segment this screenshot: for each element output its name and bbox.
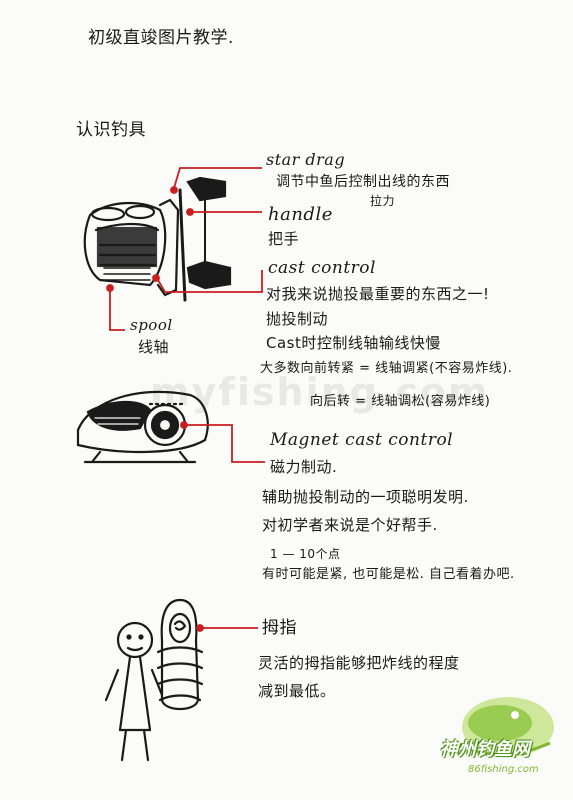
stick-figure-drawing <box>104 621 164 762</box>
page-title: 初级直竣图片教学. <box>88 28 234 48</box>
pointer-lines-thumb <box>196 624 258 632</box>
magnet-line-2: 辅助抛投制动的一项聪明发明. <box>262 488 469 506</box>
watermark: myfishing.com <box>150 370 490 414</box>
magnet-line-1: 磁力制动. <box>270 458 338 476</box>
thumb-drawing <box>156 598 204 711</box>
star-drag-note: 拉力 <box>370 194 396 208</box>
site-logo-url: 86fishing.com <box>468 764 539 775</box>
site-logo-icon <box>459 697 554 757</box>
star-drag-label: star drag <box>266 150 346 169</box>
star-drag-description: 调节中鱼后控制出线的东西 <box>276 174 450 190</box>
handle-translation: 把手 <box>268 230 300 248</box>
cast-control-line-1: 对我来说抛投最重要的东西之一! <box>266 285 490 303</box>
cast-control-line-5: 向后转 = 线轴调松(容易炸线) <box>310 394 491 409</box>
baitcast-reel-drawing <box>83 176 232 302</box>
cast-control-line-2: 抛投制动 <box>266 310 329 328</box>
cast-control-line-3: Cast时控制线轴输线快慢 <box>266 334 441 352</box>
magnet-line-5: 有时可能是紧, 也可能是松. 自己看着办吧. <box>262 567 515 582</box>
magnet-line-3: 对初学者来说是个好帮手. <box>262 516 438 534</box>
magnet-line-4: 1 — 10个点 <box>270 547 341 561</box>
cast-control-label: cast control <box>268 258 376 278</box>
thumb-line-1: 灵活的拇指能够把炸线的程度 <box>258 654 460 672</box>
thumb-label: 拇指 <box>262 618 297 638</box>
pointer-lines-magnet <box>180 421 265 463</box>
magnet-label: Magnet cast control <box>270 430 454 450</box>
spool-translation: 线轴 <box>138 338 170 356</box>
handle-label: handle <box>268 204 333 225</box>
site-logo-text: 神州钓鱼网 <box>440 739 530 760</box>
spool-label: spool <box>130 316 173 334</box>
section-title: 认识钓具 <box>76 120 146 140</box>
thumb-line-2: 减到最低。 <box>258 682 336 700</box>
magnet-reel-drawing <box>76 390 209 464</box>
pointer-lines-reel <box>106 167 263 331</box>
cast-control-line-4: 大多数向前转紧 = 线轴调紧(不容易炸线). <box>260 361 513 376</box>
